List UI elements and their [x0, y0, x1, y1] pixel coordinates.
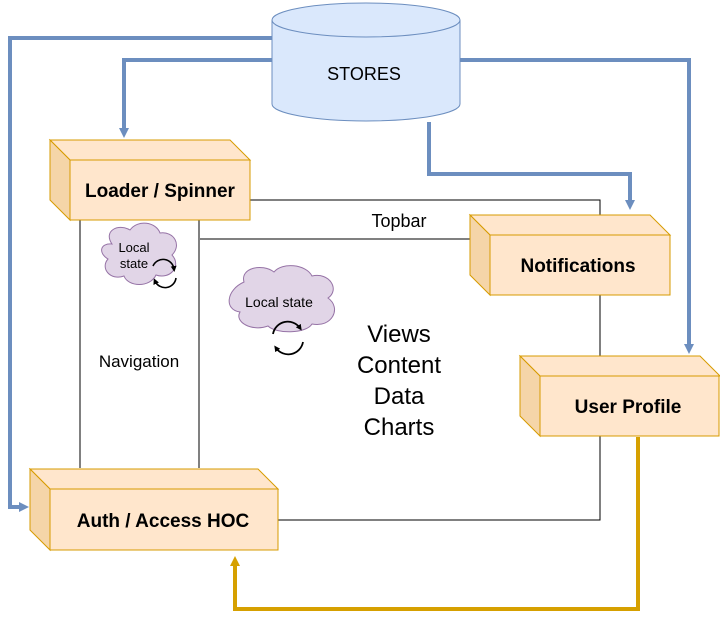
arrow-stores-to-user-profile: [460, 58, 694, 354]
arrow-stores-to-loader: [119, 58, 272, 138]
store-connections: [8, 36, 694, 512]
loader-spinner-box: Loader / Spinner: [48, 138, 252, 222]
auth-access-box: Auth / Access HOC: [28, 467, 280, 552]
local-state-small-line2: state: [120, 256, 148, 271]
content-text: Views Content Data Charts: [357, 321, 441, 441]
stores-cylinder: STORES: [271, 2, 461, 122]
user-profile-box: User Profile: [518, 354, 720, 438]
local-state-small-line1: Local: [118, 240, 149, 255]
loader-spinner-label: Loader / Spinner: [85, 181, 236, 202]
content-line-views: Views: [367, 321, 431, 348]
content-line-content: Content: [357, 352, 441, 379]
auth-access-label: Auth / Access HOC: [77, 511, 250, 532]
user-profile-label: User Profile: [575, 397, 682, 418]
arrow-user-profile-to-auth: [230, 437, 640, 611]
notifications-label: Notifications: [520, 256, 635, 277]
navigation-label: Navigation: [99, 352, 179, 371]
content-line-data: Data: [374, 383, 425, 410]
local-state-cloud-large: Local state: [228, 265, 335, 333]
stores-label: STORES: [327, 64, 401, 84]
notifications-box: Notifications: [468, 213, 672, 297]
topbar-label: Topbar: [371, 211, 426, 231]
refresh-icon: [152, 258, 177, 289]
local-state-cloud-small: Local state: [101, 222, 177, 285]
arrow-stores-to-notifications: [427, 122, 635, 210]
local-state-large-label: Local state: [245, 294, 313, 310]
content-line-charts: Charts: [364, 414, 435, 441]
arrow-stores-to-auth: [8, 36, 272, 512]
refresh-icon: [272, 320, 304, 356]
